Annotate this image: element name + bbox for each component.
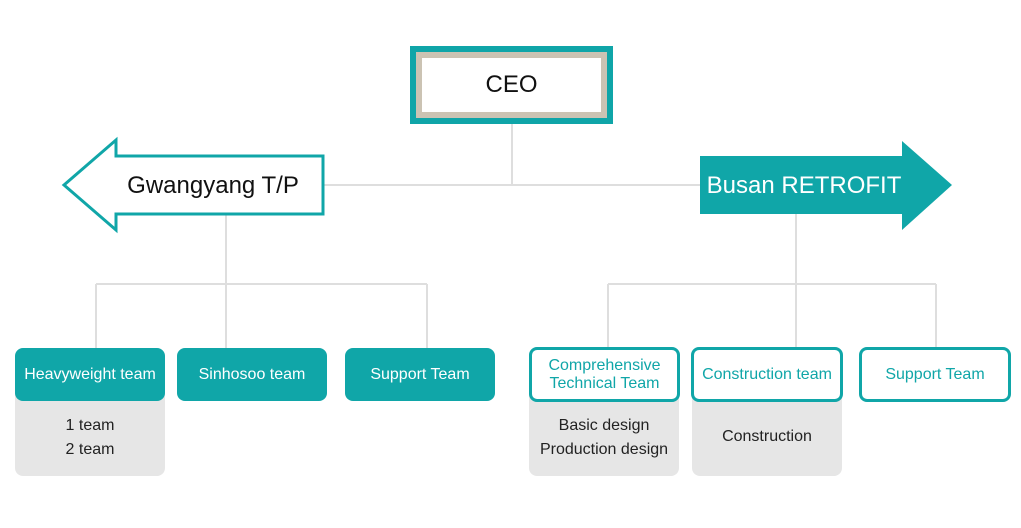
team-label: Support Team <box>370 365 470 383</box>
subteam-item: 1 team <box>65 417 115 434</box>
team-label: Support Team <box>885 365 985 383</box>
technical-subteams: Basic design Production design <box>529 392 679 476</box>
team-comprehensive-technical: Comprehensive Technical Team <box>529 347 680 402</box>
team-heavyweight: Heavyweight team <box>15 348 165 401</box>
team-sinhosoo: Sinhosoo team <box>177 348 327 401</box>
division-gwangyang-label: Gwangyang T/P <box>127 172 299 199</box>
team-support-gwangyang: Support Team <box>345 348 495 401</box>
team-label: Heavyweight team <box>24 365 156 383</box>
subteam-item: 2 team <box>65 441 115 458</box>
ceo-box: CEO <box>422 58 601 112</box>
division-busan: Busan RETROFIT <box>700 160 908 212</box>
team-construction: Construction team <box>691 347 843 402</box>
left-arrow-shape <box>61 136 325 234</box>
subteam-item: Basic design <box>558 417 650 434</box>
team-label: Sinhosoo team <box>198 365 306 383</box>
division-gwangyang: Gwangyang T/P <box>108 160 318 212</box>
right-arrow-shape <box>700 141 952 230</box>
division-busan-label: Busan RETROFIT <box>706 172 902 199</box>
team-label: Comprehensive Technical Team <box>548 356 661 392</box>
construction-subteams: Construction <box>692 392 842 476</box>
heavyweight-subteams: 1 team 2 team <box>15 392 165 476</box>
ceo-label: CEO <box>485 71 538 98</box>
subteam-item: Production design <box>539 441 669 458</box>
connector-lines <box>95 124 937 348</box>
subteam-item: Construction <box>722 428 812 445</box>
team-support-busan: Support Team <box>859 347 1011 402</box>
team-label: Construction team <box>702 365 832 383</box>
